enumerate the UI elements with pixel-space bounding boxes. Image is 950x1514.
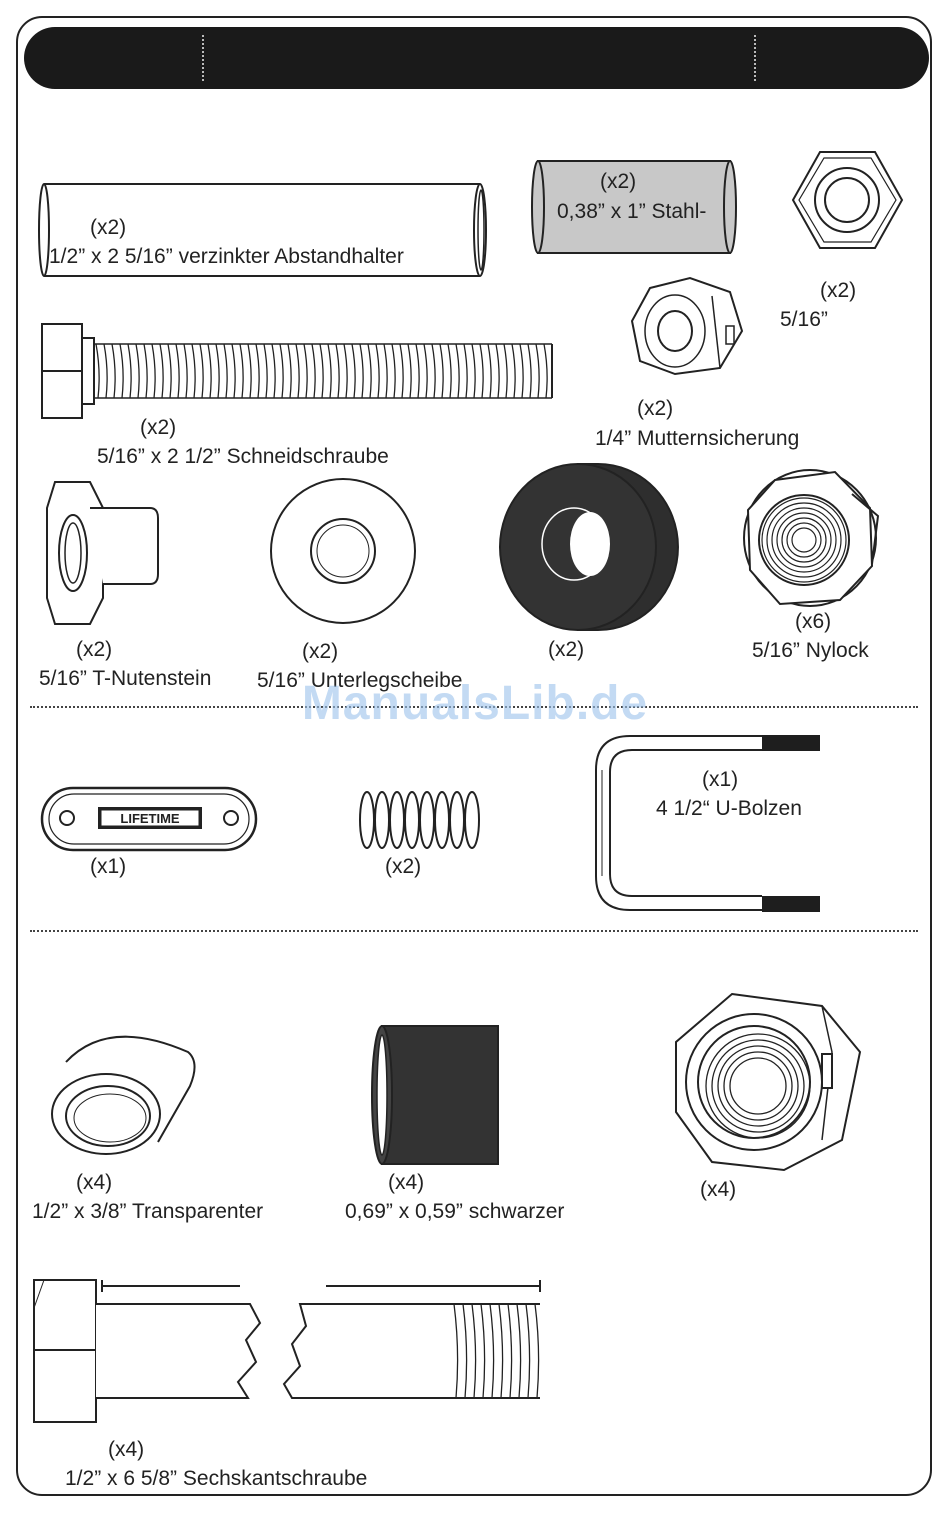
- lock-nut-qty: (x2): [637, 397, 674, 420]
- washer-icon: [270, 478, 416, 624]
- t-nut-qty: (x2): [76, 638, 113, 661]
- nylock-nut-icon: [743, 469, 880, 607]
- large-lock-nut-icon: [675, 992, 862, 1172]
- clear-spacer-qty: (x4): [76, 1171, 113, 1194]
- large-lock-nut-qty: (x4): [700, 1178, 737, 1201]
- hex-nut-icon: [791, 151, 904, 249]
- hex-nut-qty: (x2): [820, 279, 857, 302]
- steel-spacer-qty: (x2): [600, 170, 637, 193]
- hex-nut-desc: 5/16”: [780, 308, 828, 331]
- washer-qty: (x2): [302, 640, 339, 663]
- spring-qty: (x2): [385, 855, 422, 878]
- watermark: ManualsLib.de: [301, 677, 649, 730]
- nylock-qty: (x6): [795, 610, 832, 633]
- black-spacer-icon: [371, 1025, 499, 1165]
- logo-text: LIFETIME: [120, 811, 180, 826]
- page-frame: [16, 16, 932, 1496]
- header-divider: [754, 35, 756, 81]
- galvanized-spacer-qty: (x2): [90, 216, 127, 239]
- u-bolt-qty: (x1): [702, 768, 739, 791]
- rubber-washer-icon: [499, 463, 679, 631]
- header-bar: [24, 27, 929, 89]
- u-bolt-desc: 4 1/2“ U-Bolzen: [656, 797, 802, 820]
- spring-icon: [359, 791, 480, 849]
- lock-nut-icon: [630, 276, 744, 376]
- clear-spacer-icon: [51, 1035, 196, 1155]
- u-bolt-icon: [595, 735, 820, 912]
- hex-bolt-qty: (x4): [108, 1438, 145, 1461]
- logo-plate-icon: LIFETIME: [40, 786, 258, 852]
- t-nut-icon: [46, 481, 159, 625]
- galvanized-spacer-icon: [38, 183, 487, 277]
- steel-spacer-desc: 0,38” x 1” Stahl-: [557, 200, 707, 223]
- lock-nut-desc: 1/4” Mutternsicherung: [595, 427, 800, 450]
- galvanized-spacer-desc: 1/2” x 2 5/16” verzinkter Abstandhalter: [49, 245, 404, 268]
- tapping-screw-qty: (x2): [140, 416, 177, 439]
- t-nut-desc: 5/16” T-Nutenstein: [39, 667, 212, 690]
- steel-spacer-icon: [531, 160, 737, 254]
- black-spacer-qty: (x4): [388, 1171, 425, 1194]
- header-divider: [202, 35, 204, 81]
- section-divider: [30, 706, 918, 708]
- clear-spacer-desc: 1/2” x 3/8” Transparenter: [32, 1200, 264, 1223]
- section-divider: [30, 930, 918, 932]
- washer-desc: 5/16” Unterlegscheibe: [257, 669, 463, 692]
- tapping-screw-desc: 5/16” x 2 1/2” Schneidschraube: [97, 445, 389, 468]
- tapping-screw-icon: [41, 323, 553, 419]
- black-spacer-desc: 0,69” x 0,59” schwarzer: [345, 1200, 565, 1223]
- hex-bolt-desc: 1/2” x 6 5/8” Sechskantschraube: [65, 1467, 368, 1490]
- rubber-washer-qty: (x2): [548, 638, 585, 661]
- nylock-desc: 5/16” Nylock: [752, 639, 869, 662]
- logo-plate-qty: (x1): [90, 855, 127, 878]
- hex-bolt-icon: [33, 1279, 541, 1423]
